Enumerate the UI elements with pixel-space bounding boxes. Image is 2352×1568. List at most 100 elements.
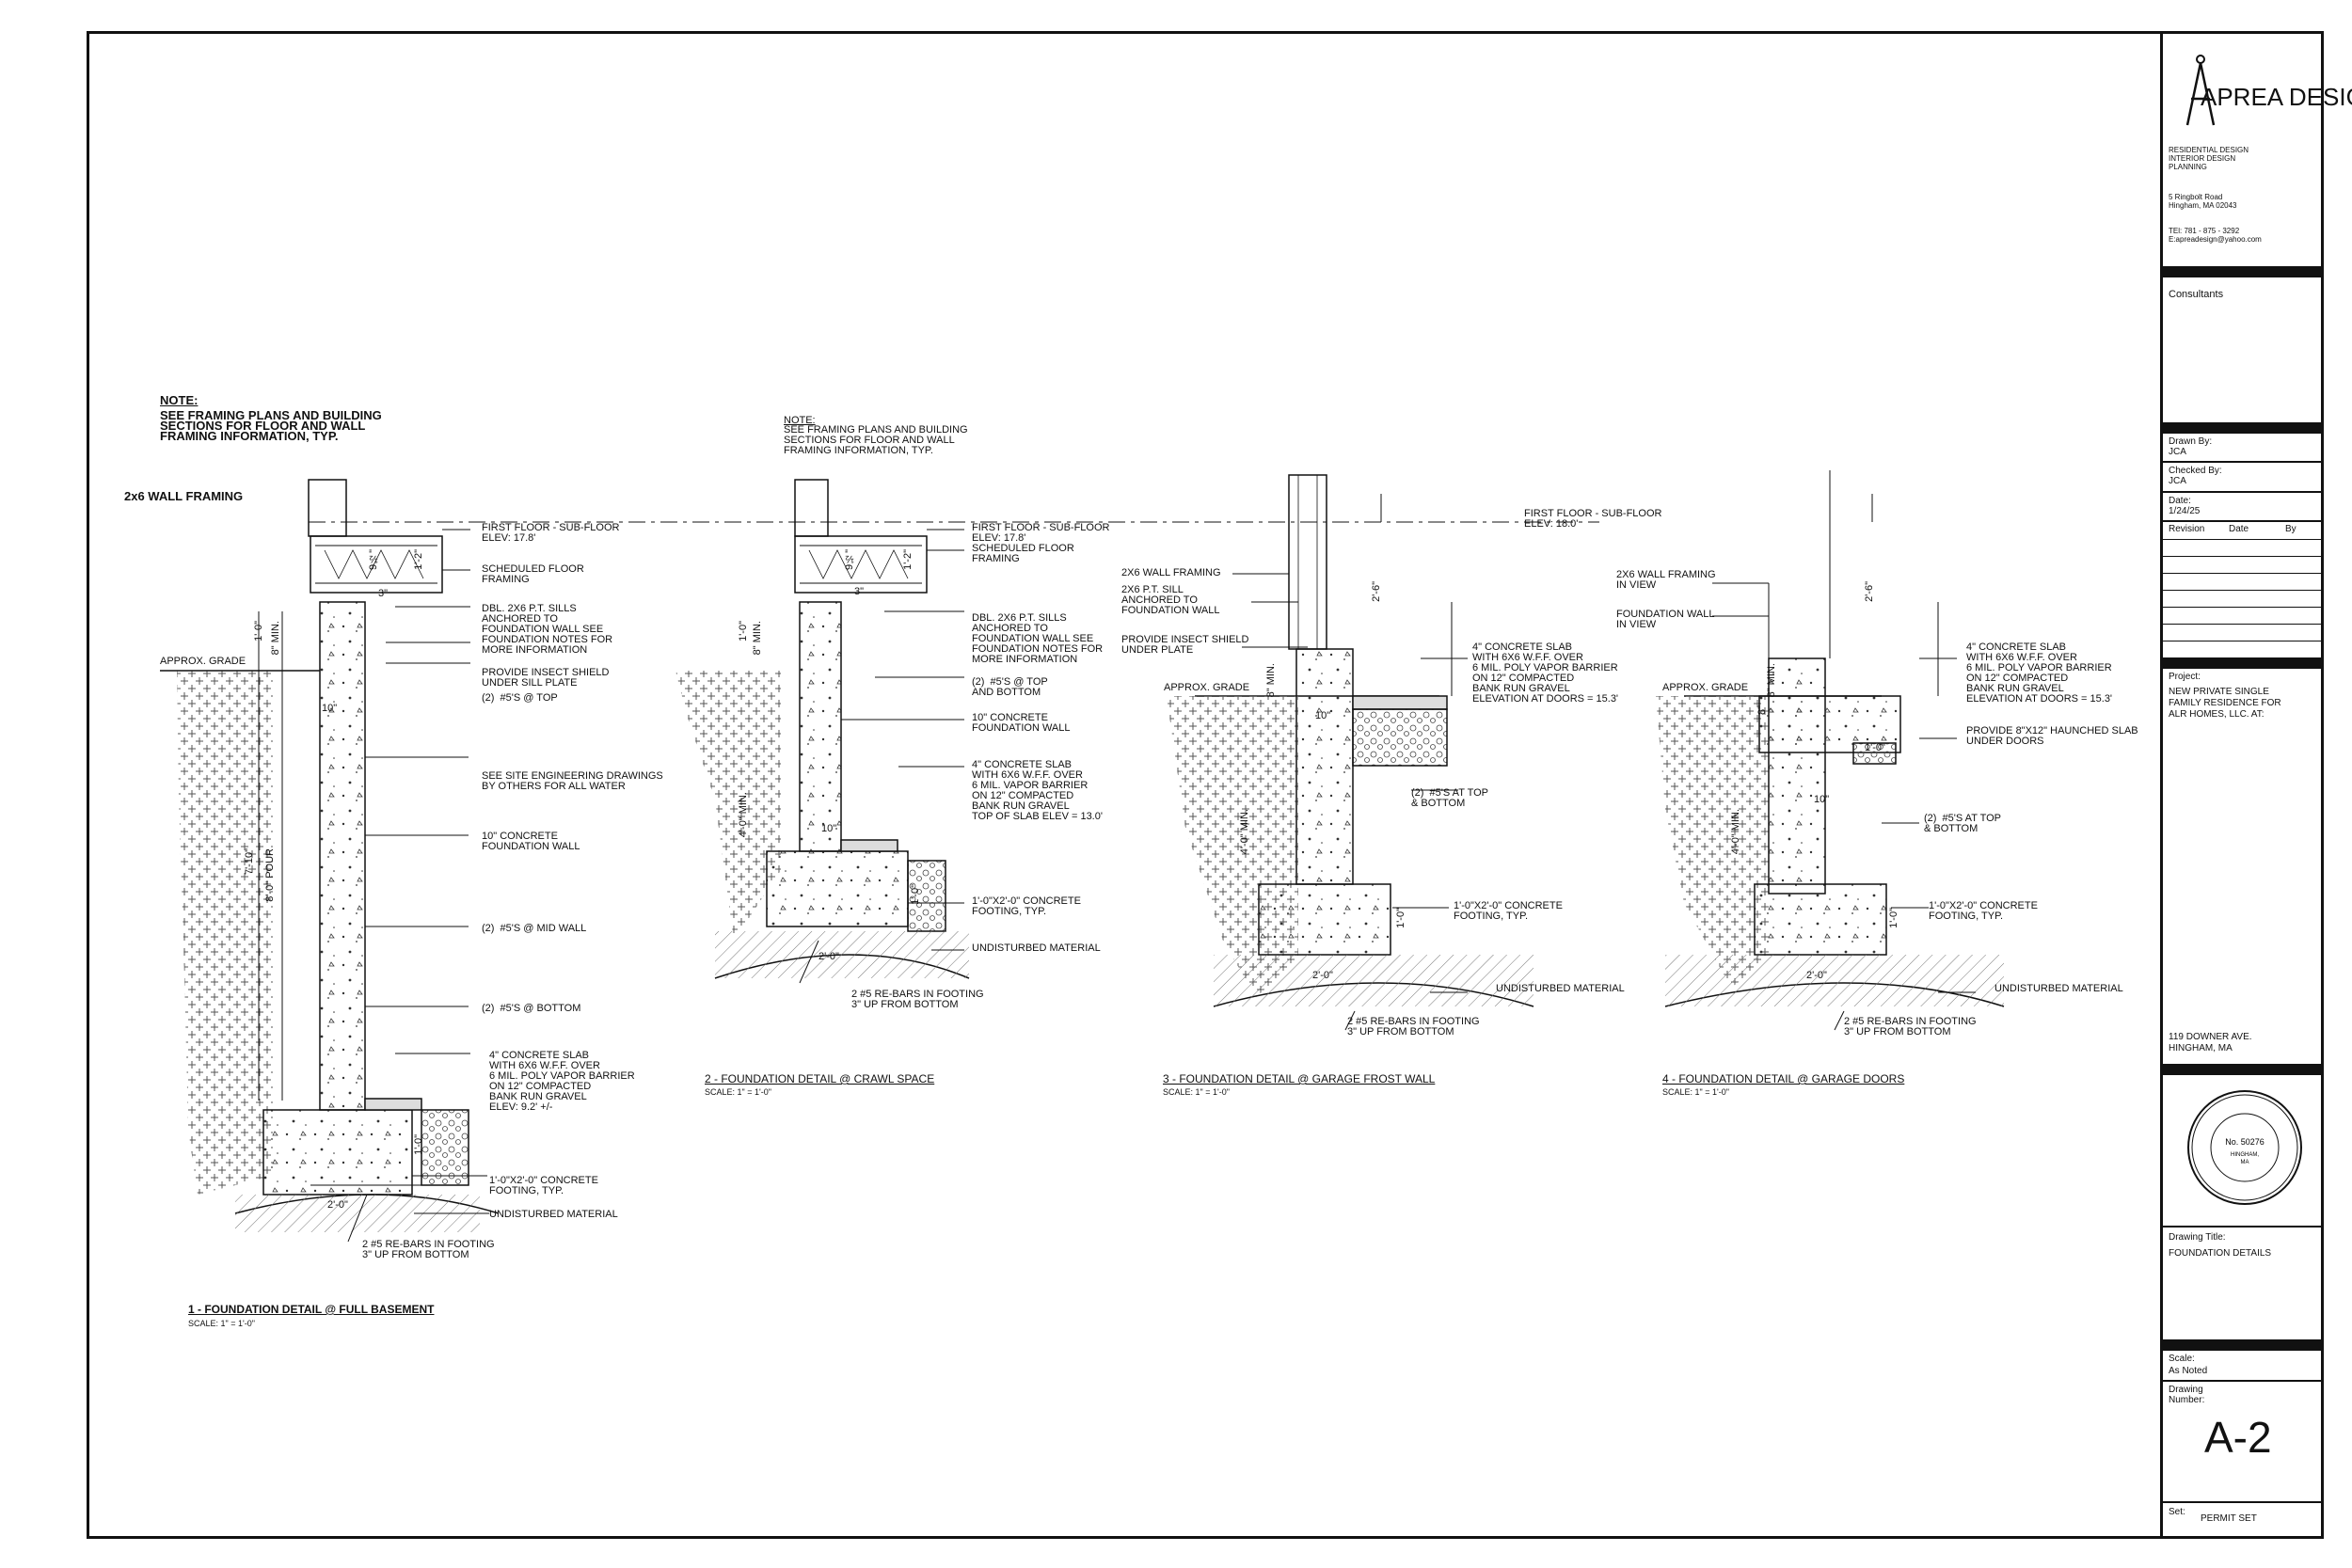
detail-2-dim: 3" bbox=[854, 586, 865, 597]
project-address: 119 DOWNER AVE. HINGHAM, MA bbox=[2169, 1032, 2252, 1053]
detail-2-title: 2 - FOUNDATION DETAIL @ CRAWL SPACE bbox=[705, 1072, 935, 1085]
detail-1-dim: 7'-10" bbox=[244, 848, 255, 876]
note-2-title: NOTE: bbox=[784, 415, 816, 426]
set-label: Set: bbox=[2169, 1507, 2185, 1517]
detail-4-callout: (2) #5'S AT TOP & BOTTOM bbox=[1924, 813, 2001, 834]
detail-1-dim: 9½" bbox=[368, 549, 379, 571]
detail-1-callout: 2 #5 RE-BARS IN FOOTING 3" UP FROM BOTTO… bbox=[362, 1239, 495, 1260]
detail-1-dim: 1'-2" bbox=[413, 549, 424, 570]
revision-header: Revision bbox=[2169, 524, 2205, 534]
detail-3-callout: 2x6 WALL FRAMING bbox=[1121, 567, 1221, 578]
detail-3-callout: 2x6 P.T. SILL ANCHORED TO FOUNDATION WAL… bbox=[1121, 584, 1220, 616]
detail-1-dim: 3" bbox=[378, 588, 389, 599]
detail-1-dim: 1'-0" bbox=[413, 1134, 424, 1155]
detail-3-callout: 1'-0"x2'-0" CONCRETE FOOTING, TYP. bbox=[1454, 900, 1563, 922]
detail-4-title: 4 - FOUNDATION DETAIL @ GARAGE DOORS bbox=[1662, 1072, 1905, 1085]
detail-2-dim: 2'-0" bbox=[818, 951, 839, 962]
detail-4-dim: 1'-0" bbox=[1865, 742, 1885, 753]
detail-2-dim: 4'-0" MIN. bbox=[738, 792, 749, 838]
detail-3-title: 3 - FOUNDATION DETAIL @ GARAGE FROST WAL… bbox=[1163, 1072, 1436, 1085]
detail-1-dim: 8" MIN. bbox=[270, 621, 281, 656]
detail-3-callout: PROVIDE INSECT SHIELD UNDER PLATE bbox=[1121, 634, 1249, 656]
detail-1-callout: (2) #5'S @ BOTTOM bbox=[482, 1003, 581, 1014]
detail-3-callout: UNDISTURBED MATERIAL bbox=[1496, 983, 1625, 994]
drawn-by-value: JCA bbox=[2169, 447, 2186, 457]
detail-1-callout: (2) #5'S @ MID WALL bbox=[482, 923, 587, 934]
detail-2-scale: SCALE: 1" = 1'-0" bbox=[705, 1087, 771, 1097]
detail-4-garage-doors bbox=[1656, 470, 2005, 1031]
drawing-sheet-border bbox=[87, 31, 2324, 1539]
firm-logo-text: APREA DESIGN Inc. bbox=[2201, 83, 2352, 111]
firm-contact: TEl: 781 - 875 - 3292 E:apreadesign@yaho… bbox=[2169, 227, 2262, 244]
detail-1-full-basement bbox=[160, 479, 1599, 1243]
drawn-by-label: Drawn By: bbox=[2169, 436, 2213, 447]
svg-text:MA: MA bbox=[2241, 1160, 2249, 1165]
detail-1-dim: 8'-0" POUR bbox=[264, 848, 276, 902]
compass-logo-icon bbox=[2185, 55, 2216, 126]
detail-2-dim: 9½" bbox=[844, 549, 855, 571]
detail-4-callout: 2x6 WALL FRAMING IN VIEW bbox=[1616, 569, 1716, 591]
project-label: Project: bbox=[2169, 672, 2201, 682]
set-value: PERMIT SET bbox=[2201, 1513, 2257, 1524]
detail-1-callout: DBL. 2x6 P.T. SILLS ANCHORED TO FOUNDATI… bbox=[482, 603, 613, 656]
detail-2-callout: 4" CONCRETE SLAB WITH 6x6 W.F.F. OVER 6 … bbox=[972, 759, 1103, 822]
detail-2-callout: 1'-0"x2'-0" CONCRETE FOOTING, TYP. bbox=[972, 895, 1081, 917]
detail-4-dim: 1'-0" bbox=[1888, 908, 1899, 928]
detail-3-approx-grade-label: APPROX. GRADE bbox=[1164, 682, 1250, 693]
checked-by-label: Checked By: bbox=[2169, 466, 2222, 476]
detail-1-dim: 2'-0" bbox=[327, 1199, 348, 1211]
date-value: 1/24/25 bbox=[2169, 506, 2201, 516]
detail-2-dim: 10" bbox=[821, 823, 837, 834]
detail-1-approx-grade-label: APPROX. GRADE bbox=[160, 656, 246, 667]
drawing-title-label: Drawing Title: bbox=[2169, 1232, 2226, 1243]
detail-4-dim: 4'-0" MIN. bbox=[1730, 809, 1741, 855]
detail-2-callout: 2 #5 RE-BARS IN FOOTING 3" UP FROM BOTTO… bbox=[851, 989, 984, 1010]
detail-3-dim: 4'-0" MIN. bbox=[1239, 809, 1250, 855]
revision-date-header: Date bbox=[2229, 524, 2249, 534]
detail-1-wall-framing-label: 2x6 WALL FRAMING bbox=[124, 489, 244, 503]
detail-3-callout: 4" CONCRETE SLAB WITH 6x6 W.F.F. OVER 6 … bbox=[1472, 641, 1619, 705]
drawing-title-value: FOUNDATION DETAILS bbox=[2169, 1248, 2272, 1259]
detail-1-callout: PROVIDE INSECT SHIELD UNDER SILL PLATE bbox=[482, 667, 610, 689]
seal-number: No. 50276 bbox=[2225, 1137, 2265, 1147]
detail-3-garage-frost-wall bbox=[1167, 474, 1534, 1031]
revision-by-header: By bbox=[2285, 524, 2296, 534]
detail-2-dim: 1'-0" bbox=[910, 884, 921, 905]
note-1-title: NOTE: bbox=[160, 393, 199, 407]
detail-2-crawl-space bbox=[675, 479, 970, 984]
detail-2-callout: SCHEDULED FLOOR FRAMING bbox=[972, 543, 1074, 564]
detail-1-callout: 4" CONCRETE SLAB WITH 6x6 W.F.F. OVER 6 … bbox=[489, 1050, 635, 1113]
detail-1-callout: UNDISTURBED MATERIAL bbox=[489, 1209, 618, 1220]
detail-4-callout: 2 #5 RE-BARS IN FOOTING 3" UP FROM BOTTO… bbox=[1844, 1016, 1977, 1037]
scale-value: As Noted bbox=[2169, 1366, 2208, 1376]
detail-4-callout: PROVIDE 8"x12" HAUNCHED SLAB UNDER DOORS bbox=[1966, 725, 2138, 747]
detail-1-callout: SEE SITE ENGINEERING DRAWINGS BY OTHERS … bbox=[482, 770, 663, 792]
detail-3-callout: (2) #5'S AT TOP & BOTTOM bbox=[1411, 787, 1488, 809]
detail-1-title: 1 - FOUNDATION DETAIL @ FULL BASEMENT bbox=[188, 1303, 435, 1316]
detail-4-callout: FOUNDATION WALL IN VIEW bbox=[1616, 609, 1715, 630]
firm-services: RESIDENTIAL DESIGN INTERIOR DESIGN PLANN… bbox=[2169, 146, 2249, 171]
detail-2-callout: DBL. 2x6 P.T. SILLS ANCHORED TO FOUNDATI… bbox=[972, 612, 1104, 665]
date-label: Date: bbox=[2169, 496, 2191, 506]
detail-2-callout: UNDISTURBED MATERIAL bbox=[972, 942, 1101, 954]
detail-4-dim: 2'-6" bbox=[1864, 581, 1875, 602]
detail-2-callout: FIRST FLOOR - SUB-FLOOR ELEV: 17.8' bbox=[972, 522, 1110, 544]
detail-4-scale: SCALE: 1" = 1'-0" bbox=[1662, 1087, 1729, 1097]
detail-4-dim: 10" bbox=[1814, 794, 1830, 805]
firm-address: 5 Ringbolt Road Hingham, MA 02043 bbox=[2169, 193, 2237, 210]
detail-3-dim: 1'-0" bbox=[1395, 908, 1406, 928]
detail-1-callout: FIRST FLOOR - SUB-FLOOR ELEV: 17.8' bbox=[482, 522, 620, 544]
project-name: NEW PRIVATE SINGLE FAMILY RESIDENCE FOR … bbox=[2169, 687, 2281, 720]
checked-by-value: JCA bbox=[2169, 476, 2186, 486]
detail-3-dim: 2'-6" bbox=[1371, 581, 1382, 602]
detail-2-callout: (2) #5'S @ TOP AND BOTTOM bbox=[972, 676, 1048, 698]
detail-4-callout: 4" CONCRETE SLAB WITH 6x6 W.F.F. OVER 6 … bbox=[1966, 641, 2113, 705]
detail-1-dim: 1'-0" bbox=[253, 621, 264, 641]
detail-3-scale: SCALE: 1" = 1'-0" bbox=[1163, 1087, 1230, 1097]
note-2-body: SEE FRAMING PLANS AND BUILDING SECTIONS … bbox=[784, 424, 968, 456]
architect-seal: No. 50276 HINGHAM, MA bbox=[2187, 1090, 2302, 1205]
note-1-body: SEE FRAMING PLANS AND BUILDING SECTIONS … bbox=[160, 408, 382, 443]
foundation-details-drawing bbox=[160, 470, 2005, 1243]
detail-3-dim: 10" bbox=[1315, 710, 1331, 721]
detail-3-dim: 8" MIN. bbox=[1265, 663, 1277, 698]
